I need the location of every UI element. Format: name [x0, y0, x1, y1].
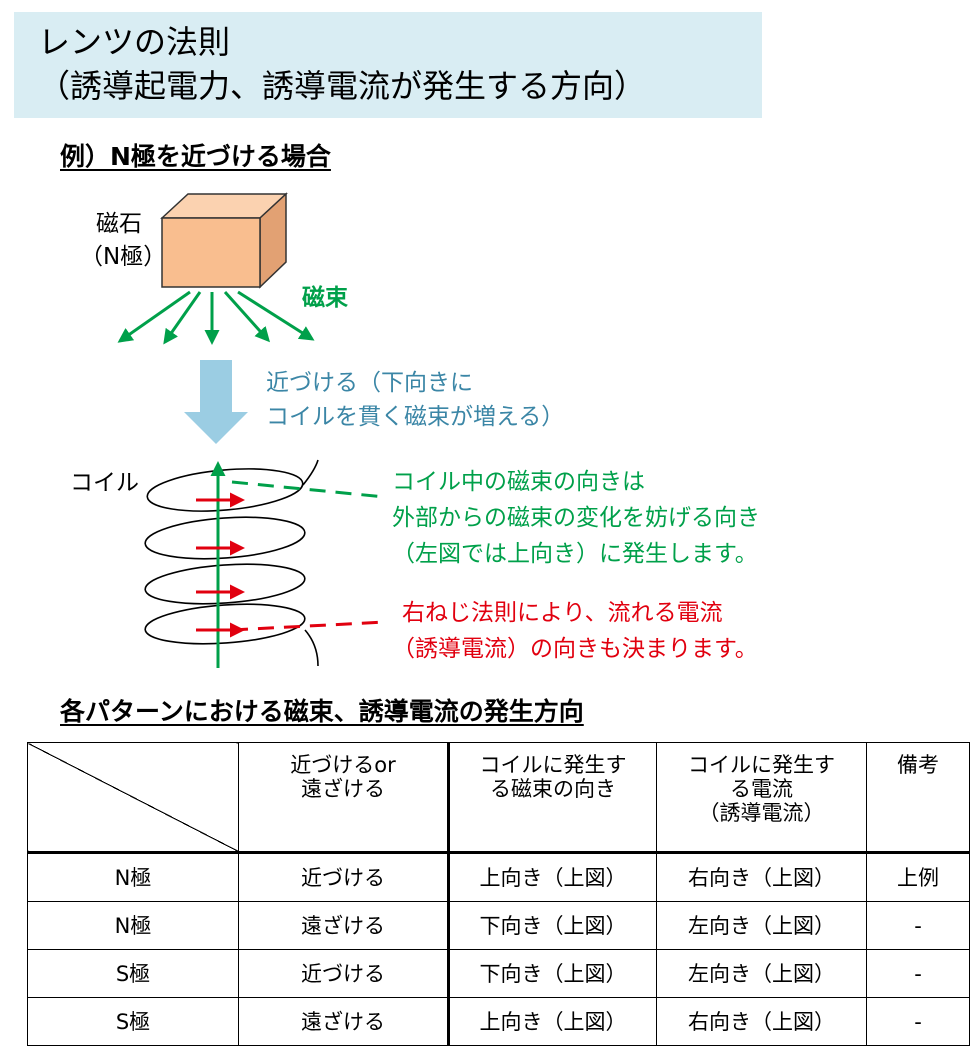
green-explanation-2: 外部からの磁束の変化を妨げる向き — [392, 505, 760, 531]
table-row: N極 遠ざける 下向き（上図） 左向き（上図） - — [27, 901, 970, 950]
header-approach: 近づけるor 遠ざける — [238, 742, 449, 853]
green-explanation-1: コイル中の磁束の向きは — [392, 469, 645, 495]
cell-current: 左向き（上図） — [656, 949, 867, 998]
approach-text-1: 近づける（下向きに — [266, 370, 473, 396]
header-current: コイルに発生す る電流 （誘導電流） — [656, 742, 867, 853]
approach-arrow — [184, 360, 248, 444]
title-banner: レンツの法則 （誘導起電力、誘導電流が発生する方向） — [14, 12, 762, 118]
cell-note: 上例 — [866, 851, 970, 902]
cell-flux: 下向き（上図） — [447, 949, 657, 998]
magnet-pole-label: （N極） — [80, 244, 167, 270]
cell-motion: 近づける — [238, 949, 449, 998]
lenz-diagram — [117, 192, 386, 668]
patterns-table: 近づけるor 遠ざける コイルに発生す る磁束の向き コイルに発生す る電流 （… — [27, 742, 970, 1046]
flux-label: 磁束 — [302, 285, 348, 311]
red-leader — [231, 620, 386, 632]
header-flux: コイルに発生す る磁束の向き — [447, 742, 657, 853]
magnet-label: 磁石 — [96, 211, 142, 237]
example-heading: 例）N極を近づける場合 — [60, 142, 331, 171]
cell-pole: S極 — [27, 949, 239, 998]
table-row: N極 近づける 上向き（上図） 右向き（上図） 上例 — [27, 851, 970, 902]
title-line-1: レンツの法則 — [38, 23, 231, 61]
cell-flux: 下向き（上図） — [447, 901, 657, 950]
red-explanation-2: （誘導電流）の向きも決まります。 — [392, 636, 758, 662]
coil-label: コイル — [70, 470, 139, 496]
title-line-2: （誘導起電力、誘導電流が発生する方向） — [38, 67, 647, 105]
cell-pole: N極 — [27, 851, 239, 902]
green-leader — [231, 480, 386, 499]
table-row: S極 近づける 下向き（上図） 左向き（上図） - — [27, 949, 970, 998]
cell-current: 左向き（上図） — [656, 901, 867, 950]
cell-note: - — [866, 949, 970, 998]
cell-motion: 近づける — [238, 851, 449, 902]
header-notes: 備考 — [866, 742, 970, 853]
cell-motion: 遠ざける — [238, 901, 449, 950]
cell-motion: 遠ざける — [238, 997, 449, 1046]
cell-pole: S極 — [27, 997, 239, 1046]
magnet-block — [160, 192, 288, 289]
patterns-heading: 各パターンにおける磁束、誘導電流の発生方向 — [60, 697, 584, 726]
green-explanation-3: （左図では上向き）に発生します。 — [392, 541, 758, 567]
flux-arrows — [117, 290, 315, 345]
cell-flux: 上向き（上図） — [447, 851, 657, 902]
cell-pole: N極 — [27, 901, 239, 950]
cell-flux: 上向き（上図） — [447, 997, 657, 1046]
red-explanation-1: 右ねじ法則により、流れる電流 — [402, 600, 723, 626]
corner-cell — [27, 742, 239, 853]
table-row: S極 遠ざける 上向き（上図） 右向き（上図） - — [27, 997, 970, 1046]
cell-current: 右向き（上図） — [656, 997, 867, 1046]
table-header-row: 近づけるor 遠ざける コイルに発生す る磁束の向き コイルに発生す る電流 （… — [27, 742, 970, 853]
cell-note: - — [866, 997, 970, 1046]
cell-current: 右向き（上図） — [656, 851, 867, 902]
coil — [144, 459, 319, 667]
approach-text-2: コイルを貫く磁束が増える） — [266, 404, 565, 430]
cell-note: - — [866, 901, 970, 950]
